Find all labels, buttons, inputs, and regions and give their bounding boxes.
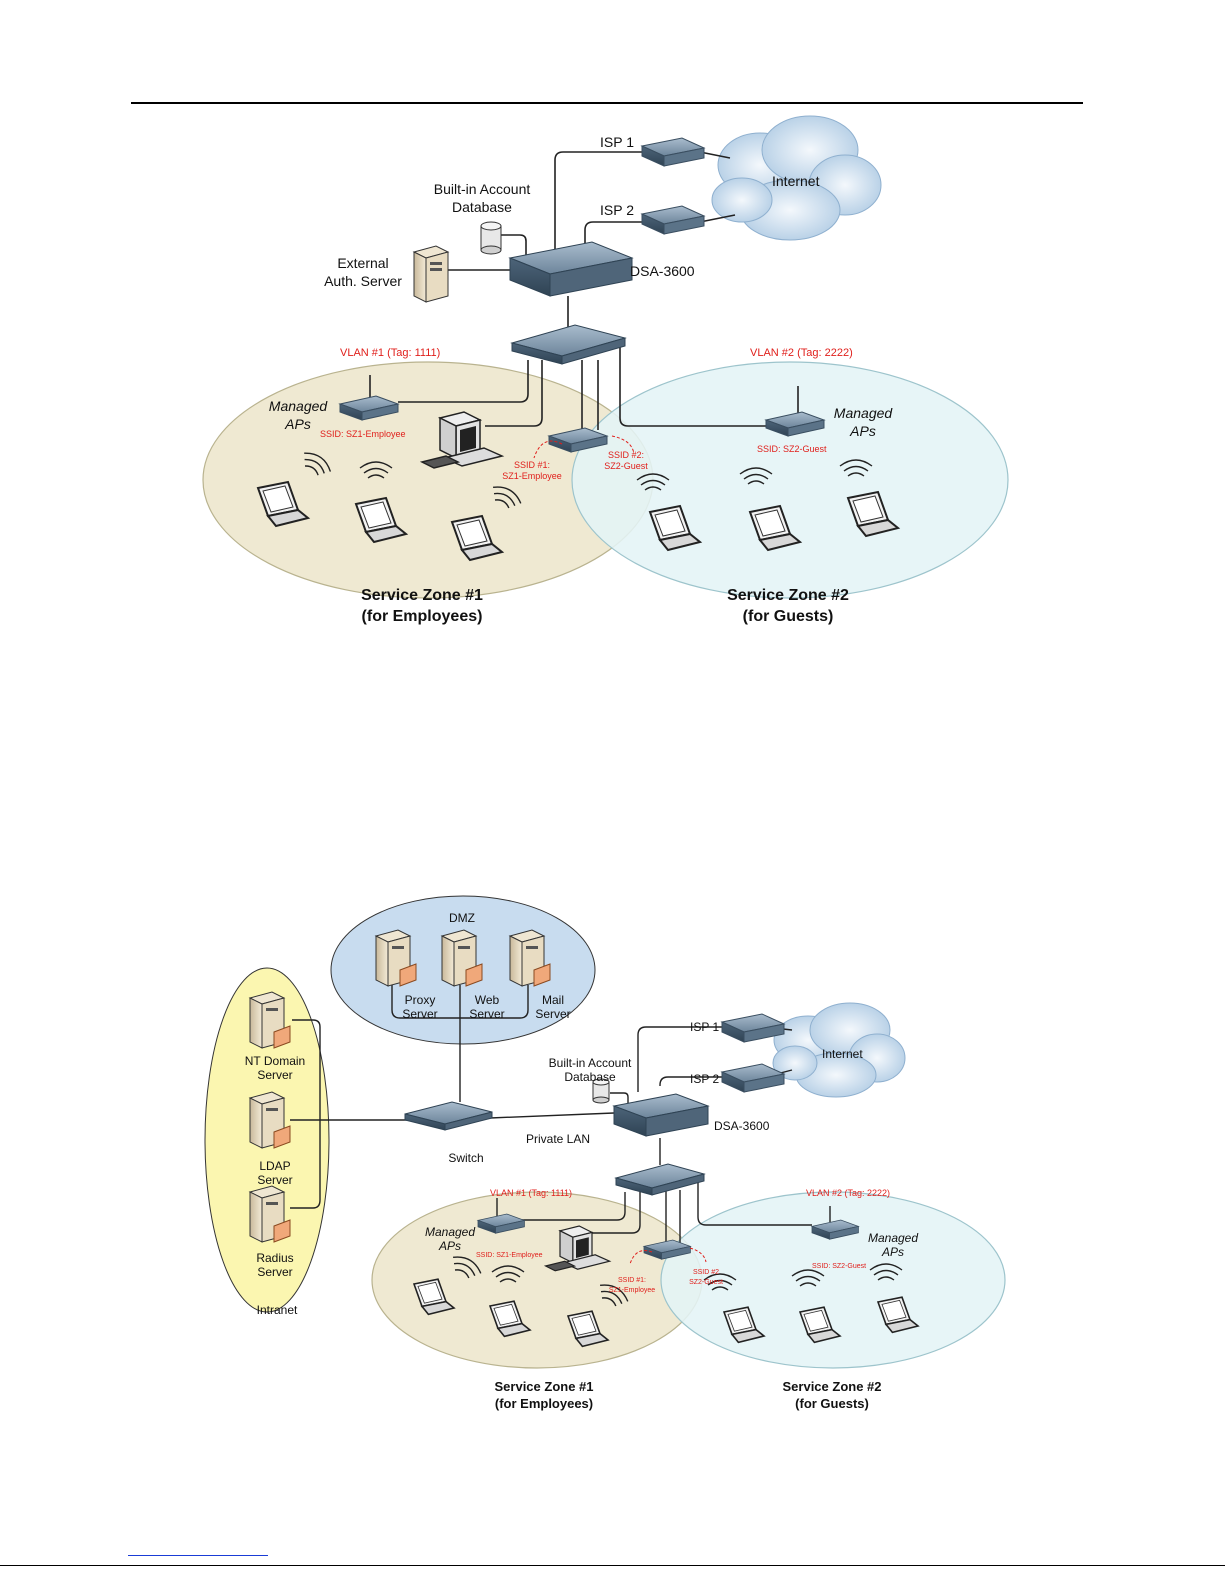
database-icon bbox=[592, 1078, 610, 1104]
ssid1-label-line2: SZ1-Employee bbox=[502, 471, 562, 481]
nt-domain-server-icon bbox=[249, 991, 291, 1049]
database-label-line1: Built-in Account bbox=[434, 181, 531, 197]
web-label-line1: Web bbox=[475, 993, 500, 1007]
ssid-sz2-label: SSID: SZ2-Guest bbox=[757, 444, 827, 454]
internet-cloud-icon bbox=[772, 1002, 906, 1098]
gateway-label: DSA-3600 bbox=[714, 1119, 770, 1133]
ssid1-label-line1: SSID #1: bbox=[618, 1277, 646, 1284]
managed-aps-label-1b: APs bbox=[284, 416, 311, 432]
zone1-title-line1: Service Zone #1 bbox=[361, 587, 483, 604]
isp1-label: ISP 1 bbox=[690, 1020, 719, 1034]
ssid1-pointer bbox=[629, 1250, 653, 1265]
nt-domain-label-line2: Server bbox=[257, 1068, 292, 1082]
zone1-title-line1: Service Zone #1 bbox=[495, 1379, 594, 1394]
ldap-label-line2: Server bbox=[257, 1173, 292, 1187]
ssid2-label-line1: SSID #2 bbox=[693, 1269, 719, 1276]
gateway-label: DSA-3600 bbox=[630, 263, 695, 279]
diagram-one-cables bbox=[369, 151, 799, 430]
isp1-modem-icon bbox=[641, 137, 705, 167]
ssid-sz1-label: SSID: SZ1-Employee bbox=[320, 429, 406, 439]
isp2-label: ISP 2 bbox=[600, 202, 634, 218]
proxy-label-line2: Server bbox=[402, 1007, 437, 1021]
database-icon bbox=[480, 221, 502, 255]
proxy-server-icon bbox=[375, 929, 417, 987]
footer-link-underline bbox=[128, 1555, 268, 1556]
ldap-server-icon bbox=[249, 1091, 291, 1149]
ssid-sz1-label: SSID: SZ1-Employee bbox=[476, 1252, 543, 1259]
ssid2-label-line2: SZ2-Guest bbox=[604, 461, 648, 471]
private-lan-switch-icon bbox=[404, 1101, 493, 1131]
managed-aps-label-1: Managed bbox=[269, 398, 329, 414]
diagram-one: ISP 1 ISP 2 Internet Built-in Account Da… bbox=[202, 115, 1009, 625]
vlan1-label: VLAN #1 (Tag: 1111) bbox=[340, 347, 440, 359]
zone2-title-line2: (for Guests) bbox=[795, 1396, 869, 1411]
intranet-label: Intranet bbox=[257, 1303, 298, 1317]
external-auth-server-icon bbox=[413, 245, 449, 303]
database-label-line2: Database bbox=[564, 1070, 616, 1084]
gateway-device-icon bbox=[612, 1093, 710, 1137]
ssid1-label-line2: SZ1-Employee bbox=[609, 1287, 655, 1294]
gateway-device-icon bbox=[508, 241, 634, 297]
web-server-icon bbox=[441, 929, 483, 987]
mail-server-icon bbox=[509, 929, 551, 987]
external-auth-label-line2: Auth. Server bbox=[324, 273, 402, 289]
internet-label: Internet bbox=[772, 173, 820, 189]
radius-label-line2: Server bbox=[257, 1265, 292, 1279]
managed-aps-label-2: Managed bbox=[868, 1231, 918, 1245]
private-lan-label: Private LAN bbox=[526, 1132, 590, 1146]
ssid2-label-line1: SSID #2: bbox=[608, 450, 644, 460]
dmz-label: DMZ bbox=[449, 911, 475, 925]
isp2-modem-icon bbox=[641, 205, 705, 235]
managed-aps-label-2b: APs bbox=[881, 1245, 904, 1259]
managed-aps-label-2b: APs bbox=[849, 423, 876, 439]
switch-label: Switch bbox=[448, 1151, 483, 1165]
ssid1-label-line1: SSID #1: bbox=[514, 460, 550, 470]
mail-label-line2: Server bbox=[535, 1007, 570, 1021]
header-rule bbox=[131, 102, 1083, 104]
zone2-title-line2: (for Guests) bbox=[743, 608, 834, 625]
switch-icon bbox=[614, 1163, 706, 1196]
ssid-sz2-label: SSID: SZ2-Guest bbox=[812, 1263, 866, 1270]
database-label-line1: Built-in Account bbox=[549, 1056, 632, 1070]
diagram-two: DMZ Proxy Server Web Server Mail Server … bbox=[204, 895, 1006, 1411]
vlan2-label: VLAN #2 (Tag: 2222) bbox=[806, 1188, 890, 1198]
isp2-label: ISP 2 bbox=[690, 1072, 719, 1086]
zone1-title-line2: (for Employees) bbox=[362, 608, 483, 625]
ldap-label-line1: LDAP bbox=[259, 1159, 290, 1173]
external-auth-label-line1: External bbox=[337, 255, 388, 271]
ssid1-pointer bbox=[533, 440, 563, 459]
radius-server-icon bbox=[249, 1185, 291, 1243]
managed-aps-label-1: Managed bbox=[425, 1225, 475, 1239]
ssid2-pointer bbox=[689, 1247, 707, 1263]
mail-label-line1: Mail bbox=[542, 993, 564, 1007]
radius-label-line1: Radius bbox=[256, 1251, 293, 1265]
managed-aps-label-1b: APs bbox=[438, 1239, 461, 1253]
ssid2-label-line2: SZ2-Guest bbox=[689, 1279, 723, 1286]
proxy-label-line1: Proxy bbox=[405, 993, 436, 1007]
isp1-label: ISP 1 bbox=[600, 134, 634, 150]
internet-cloud-icon bbox=[711, 115, 882, 241]
internet-label: Internet bbox=[822, 1047, 863, 1061]
zone1-title-line2: (for Employees) bbox=[495, 1396, 593, 1411]
footer-rule bbox=[0, 1565, 1225, 1566]
web-label-line2: Server bbox=[469, 1007, 504, 1021]
service-zone-1-area bbox=[371, 1191, 703, 1369]
zone2-title-line1: Service Zone #2 bbox=[783, 1379, 882, 1394]
database-label-line2: Database bbox=[452, 199, 512, 215]
nt-domain-label-line1: NT Domain bbox=[245, 1054, 305, 1068]
vlan1-label: VLAN #1 (Tag: 1111) bbox=[490, 1188, 572, 1198]
zone2-title-line1: Service Zone #2 bbox=[727, 587, 849, 604]
ssid2-pointer bbox=[611, 435, 635, 455]
switch-icon bbox=[510, 324, 627, 365]
vlan2-label: VLAN #2 (Tag: 2222) bbox=[750, 347, 853, 359]
managed-aps-label-2: Managed bbox=[834, 405, 894, 421]
